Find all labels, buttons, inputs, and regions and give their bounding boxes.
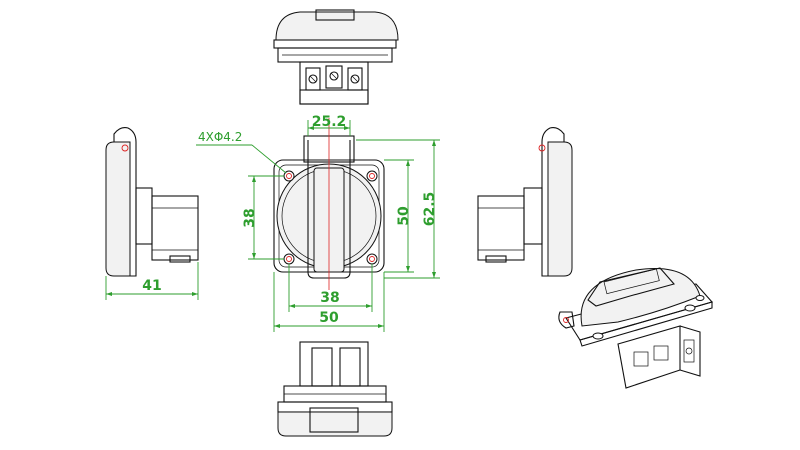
dim-hole-spec: 4XΦ4.2 xyxy=(198,130,242,144)
dim-height-38: 38 xyxy=(242,208,258,227)
dim-width-25-2: 25.2 xyxy=(312,114,347,130)
dim-width-50: 50 xyxy=(319,310,339,326)
dim-height-50: 50 xyxy=(396,206,412,226)
front-view xyxy=(273,118,385,290)
isometric-view xyxy=(558,267,713,389)
left-side-view xyxy=(105,127,199,277)
dim-height-62-5: 62.5 xyxy=(422,192,438,227)
bottom-view xyxy=(277,341,393,437)
right-side-view xyxy=(477,127,573,277)
top-view xyxy=(273,9,399,105)
dim-depth-41: 41 xyxy=(142,278,161,294)
dim-width-38: 38 xyxy=(320,290,339,306)
dimensions: 25.2 4XΦ4.2 38 50 62.5 41 xyxy=(105,114,440,332)
